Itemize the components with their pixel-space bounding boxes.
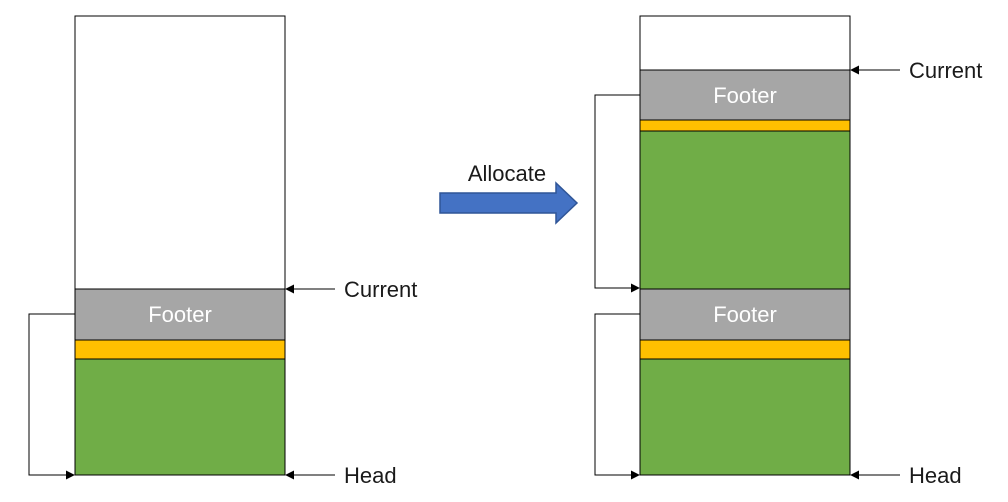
- right-top-data-block: [639, 130, 851, 290]
- left-stack: Footer Current Head: [28, 15, 417, 488]
- allocate-transition: Allocate: [439, 161, 579, 225]
- left-footer-block: [74, 288, 286, 341]
- right-current-label: Current: [909, 58, 982, 83]
- right-free-space: [639, 15, 851, 71]
- right-top-header-stripe: [639, 119, 851, 132]
- left-head-label: Head: [344, 463, 397, 488]
- left-header-stripe: [74, 339, 286, 360]
- left-data-block: [74, 358, 286, 476]
- right-head-label: Head: [909, 463, 962, 488]
- right-top-footer-label: Footer: [713, 83, 777, 108]
- allocate-arrow-icon: [439, 181, 579, 225]
- right-bottom-header-stripe: [639, 339, 851, 360]
- allocate-label: Allocate: [468, 161, 546, 186]
- left-current-label: Current: [344, 277, 417, 302]
- left-footer-label: Footer: [148, 302, 212, 327]
- right-stack: Footer Footer Current Head: [594, 15, 982, 488]
- right-top-footer-block: [639, 69, 851, 121]
- left-back-link-arrow: [28, 313, 75, 480]
- left-free-space: [74, 15, 286, 290]
- right-bottom-back-link-arrow: [594, 313, 640, 480]
- right-top-back-link-arrow: [594, 94, 640, 293]
- right-bottom-footer-label: Footer: [713, 302, 777, 327]
- right-bottom-data-block: [639, 358, 851, 476]
